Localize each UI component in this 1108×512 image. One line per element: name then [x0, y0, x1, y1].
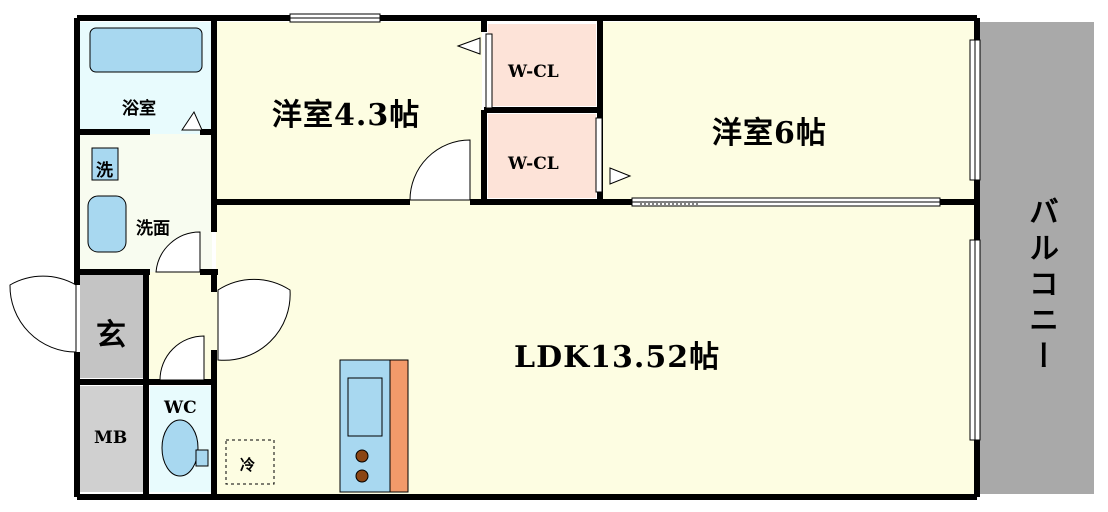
balcony-floor	[980, 22, 1094, 494]
toilet-bowl	[161, 419, 199, 477]
fridge-space	[225, 439, 275, 485]
swing-doors	[9, 37, 632, 381]
meter-box-label: MB	[94, 428, 128, 448]
balcony-label: バルコニー	[1023, 196, 1058, 376]
meter-box-floor	[80, 386, 146, 492]
western-room-2-floor	[602, 22, 974, 202]
fixtures	[87, 27, 409, 493]
toilet-label: WC	[164, 398, 197, 418]
fridge-label: 冷	[240, 456, 256, 474]
washing-machine-pan	[91, 147, 119, 181]
kitchen-sink	[347, 377, 383, 437]
bathtub	[89, 27, 203, 73]
washroom-label: 洗面	[136, 219, 170, 239]
bath-label: 浴室	[122, 99, 156, 119]
closet-1-floor	[488, 24, 596, 106]
windows	[289, 13, 981, 441]
washbasin	[87, 195, 127, 253]
ldk-label: LDK13.52帖	[514, 340, 721, 375]
western-room-2-label: 洋室6帖	[712, 116, 827, 151]
closet-2-label: W-CL	[508, 154, 559, 174]
entrance-label: 玄	[96, 318, 127, 353]
western-room-1-label: 洋室4.3帖	[272, 98, 421, 133]
entrance-floor	[80, 272, 146, 378]
closet-2-floor	[488, 114, 596, 198]
burner-bottom	[355, 469, 369, 483]
closet-1-label: W-CL	[508, 62, 559, 82]
toilet-tank	[195, 449, 209, 467]
washer-label: 洗	[96, 161, 113, 181]
burner-top	[355, 449, 369, 463]
sliding-doors	[485, 33, 941, 207]
